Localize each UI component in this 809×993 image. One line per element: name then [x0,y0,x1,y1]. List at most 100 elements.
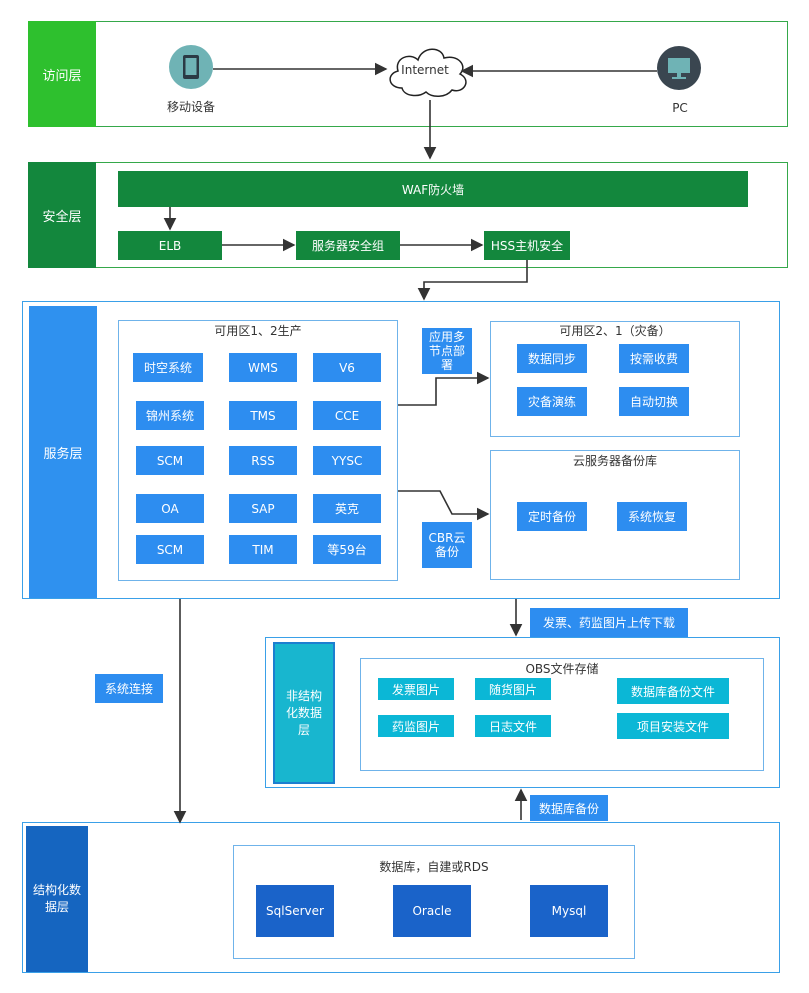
internet-cloud-icon [389,48,467,97]
system-label: TIM [252,542,274,557]
elb-label: ELB [158,238,182,253]
file-install-files: 项目安装文件 [617,713,729,739]
system-label: 时空系统 [143,361,192,375]
system-button-sap: SAP [229,494,297,523]
file-label: 随货图片 [488,682,537,697]
db-oracle: Oracle [393,885,471,937]
db-backup-flow-label: 数据库备份 [530,795,608,821]
system-label: SAP [251,501,275,516]
system-button-wms: WMS [229,353,297,382]
arrow-prod-to-dr [398,371,490,406]
system-label: CCE [334,408,360,423]
mobile-device-label: 移动设备 [166,99,215,114]
obs-storage-title: OBS文件存储 [525,661,599,676]
unstructured-layer-label: 非结构化数据层 [273,642,335,784]
db-backup-flow-text: 数据库备份 [538,801,599,816]
system-button-jinzhou: 锦州系统 [136,401,204,430]
system-button-yingke: 英克 [313,494,381,523]
dr-auto-switch: 自动切换 [619,387,689,416]
system-button-v6: V6 [313,353,381,382]
file-label: 项目安装文件 [636,719,709,734]
system-restore: 系统恢复 [617,502,687,531]
access-layer-label: 访问层 [28,21,96,127]
dr-item-label: 自动切换 [629,395,678,409]
cbr-backup-label: CBR云备份 [422,522,472,568]
system-button-rss: RSS [229,446,297,475]
cbr-backup-text: CBR云备份 [428,531,466,559]
dr-drill: 灾备演练 [517,387,587,416]
file-label: 药监图片 [391,719,440,734]
database-title: 数据库，自建或RDS [379,859,489,874]
waf-firewall: WAF防火墙 [118,171,748,207]
system-button-oa: OA [136,494,204,523]
system-label: WMS [248,360,278,375]
system-connection-text: 系统连接 [104,682,153,696]
system-button-59: 等59台 [313,535,381,564]
server-security-group: 服务器安全组 [296,231,400,260]
arrow-prod-to-backup [398,490,490,521]
invoice-upload-label: 发票、药监图片上传下载 [530,608,688,637]
system-label: SCM [156,542,184,557]
db-label: SqlServer [266,904,324,918]
system-label: SCM [156,453,184,468]
file-invoice-images: 发票图片 [378,678,454,700]
system-button-shikong: 时空系统 [133,353,203,382]
file-db-backup: 数据库备份文件 [617,678,729,704]
hss-label: HSS主机安全 [490,239,564,253]
backup-item-label: 定时备份 [527,510,576,524]
system-button-scm-2: SCM [136,535,204,564]
system-label: 英克 [334,502,359,516]
pc-label: PC [672,101,688,115]
db-label: Oracle [412,904,452,918]
dr-zone-box [490,321,740,437]
internet-label: Internet [401,63,449,77]
security-layer-label: 安全层 [28,162,96,268]
invoice-upload-text: 发票、药监图片上传下载 [542,616,675,630]
system-label: TMS [250,408,276,423]
system-label: RSS [251,453,275,468]
server-security-group-label: 服务器安全组 [311,239,384,253]
file-shipping-images: 随货图片 [475,678,551,700]
dr-item-label: 灾备演练 [527,395,576,409]
system-button-scm: SCM [136,446,204,475]
system-button-tim: TIM [229,535,297,564]
structured-layer-label: 结构化数据层 [26,826,88,972]
system-connection-label: 系统连接 [95,674,163,703]
dr-data-sync: 数据同步 [517,344,587,373]
system-label: V6 [339,360,355,375]
app-multi-node-label: 应用多节点部署 [422,328,472,374]
pc-icon [657,46,701,90]
system-label: YYSC [331,453,363,468]
elb-node: ELB [118,231,222,260]
file-label: 日志文件 [488,719,537,734]
service-layer-label: 服务层 [29,306,97,598]
mobile-device-icon [169,45,213,89]
dr-zone-title: 可用区2、1（灾备） [559,323,671,338]
dr-on-demand-billing: 按需收费 [619,344,689,373]
system-label: 等59台 [327,543,367,557]
file-log-files: 日志文件 [475,715,551,737]
system-button-yysc: YYSC [313,446,381,475]
db-sqlserver: SqlServer [256,885,334,937]
system-button-tms: TMS [229,401,297,430]
app-multi-node-text: 应用多节点部署 [428,330,465,372]
system-label: OA [161,501,179,516]
file-drug-images: 药监图片 [378,715,454,737]
db-label: Mysql [551,904,587,918]
service-layer-label-text: 服务层 [43,446,83,462]
system-label: 锦州系统 [145,409,194,423]
waf-firewall-label: WAF防火墙 [401,182,465,197]
unstructured-layer-label-text: 非结构化数据层 [285,688,322,737]
structured-layer-label-text: 结构化数据层 [32,883,81,914]
db-mysql: Mysql [530,885,608,937]
scheduled-backup: 定时备份 [517,502,587,531]
security-layer-label-text: 安全层 [42,209,82,225]
access-layer-label-text: 访问层 [42,68,82,84]
system-button-cce: CCE [313,401,381,430]
arrow-hss-to-service [417,260,528,301]
cloud-backup-title: 云服务器备份库 [572,453,657,468]
hss-host-security: HSS主机安全 [484,231,570,260]
dr-item-label: 按需收费 [629,352,678,366]
dr-item-label: 数据同步 [527,352,576,366]
